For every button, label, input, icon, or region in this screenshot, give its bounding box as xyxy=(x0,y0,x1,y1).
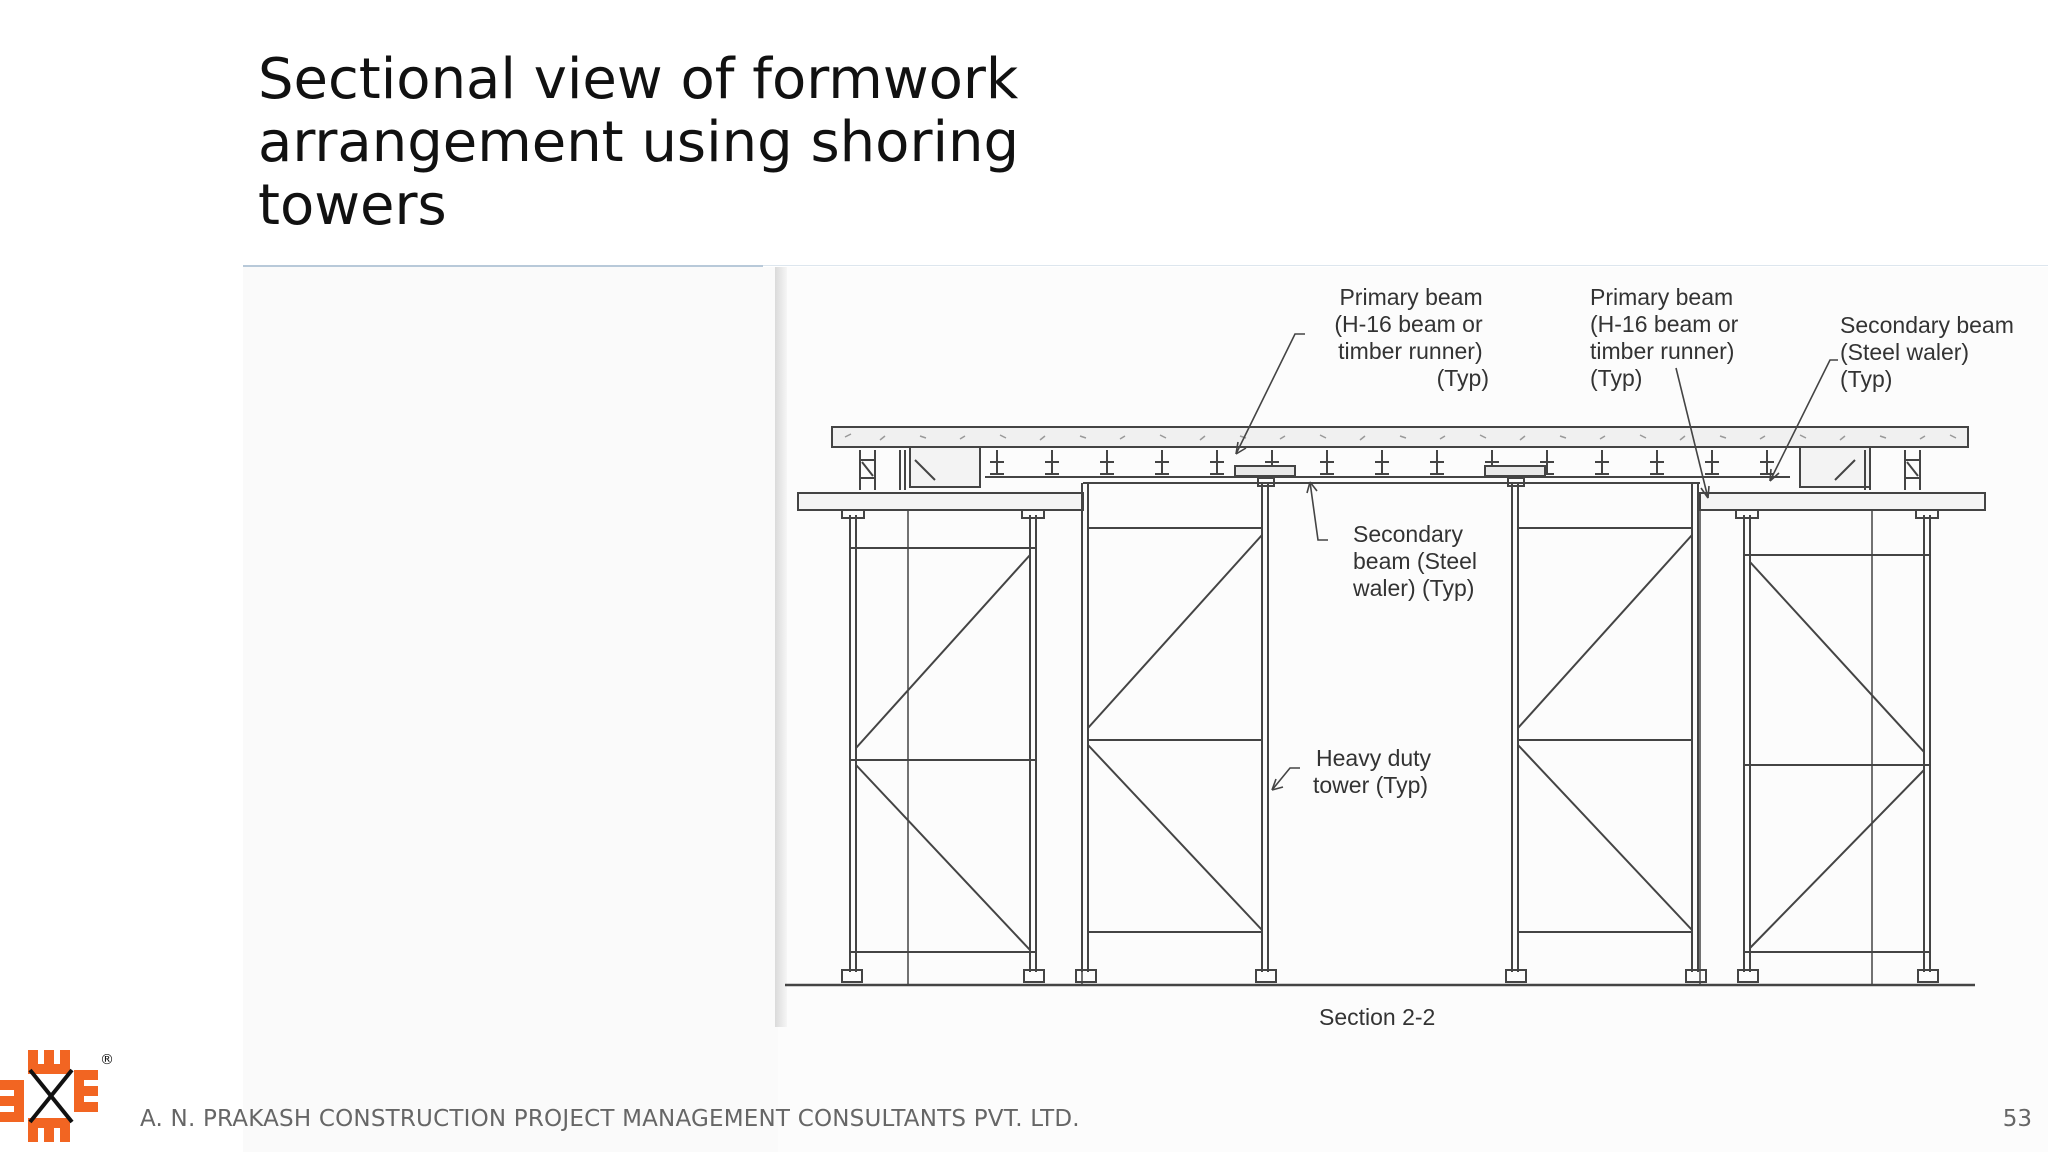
page-number: 53 xyxy=(2002,1106,2032,1132)
slab-drop-left xyxy=(909,446,981,488)
tower-1 xyxy=(841,509,1083,985)
slab-drop-right xyxy=(1799,446,1871,488)
footer-company-name: A. N. PRAKASH CONSTRUCTION PROJECT MANAG… xyxy=(140,1106,1080,1132)
label-heavy-duty-tower: Heavy duty tower (Typ) xyxy=(1313,745,1437,798)
concrete-slab xyxy=(831,426,1969,448)
company-logo: ® xyxy=(0,1050,114,1142)
right-outer-waler xyxy=(1699,492,1986,511)
tower-4 xyxy=(1699,509,1939,985)
figure-caption: Section 2-2 xyxy=(1319,1004,1435,1030)
primary-beams-row xyxy=(990,450,1774,475)
registered-mark: ® xyxy=(100,1052,114,1068)
title-line-2: arrangement using shoring xyxy=(258,110,1020,175)
label-secondary-beam-center: Secondary beam (Steel waler) (Typ) xyxy=(1352,521,1483,601)
tower-2 xyxy=(1075,477,1277,983)
tower-3 xyxy=(1505,477,1707,983)
scanned-drawing-background xyxy=(778,267,2048,1152)
scan-page-edge xyxy=(775,267,787,1027)
title-divider xyxy=(243,265,763,267)
slide-title: Sectional view of formwork arrangement u… xyxy=(258,48,1158,237)
left-outer-waler xyxy=(797,492,1084,511)
leader-lines xyxy=(1235,333,1838,791)
left-panel xyxy=(243,267,778,1152)
slab-hatch xyxy=(844,433,1957,441)
label-secondary-beam-right: Secondary beam (Steel waler) (Typ) xyxy=(1840,312,2020,392)
label-primary-beam-right: Primary beam (H-16 beam or timber runner… xyxy=(1590,284,1745,391)
title-line-3: towers xyxy=(258,173,447,238)
title-line-1: Sectional view of formwork xyxy=(258,47,1019,112)
title-divider-extension xyxy=(763,265,2048,266)
label-primary-beam-left: Primary beam (H-16 beam or timber runner… xyxy=(1334,284,1489,391)
